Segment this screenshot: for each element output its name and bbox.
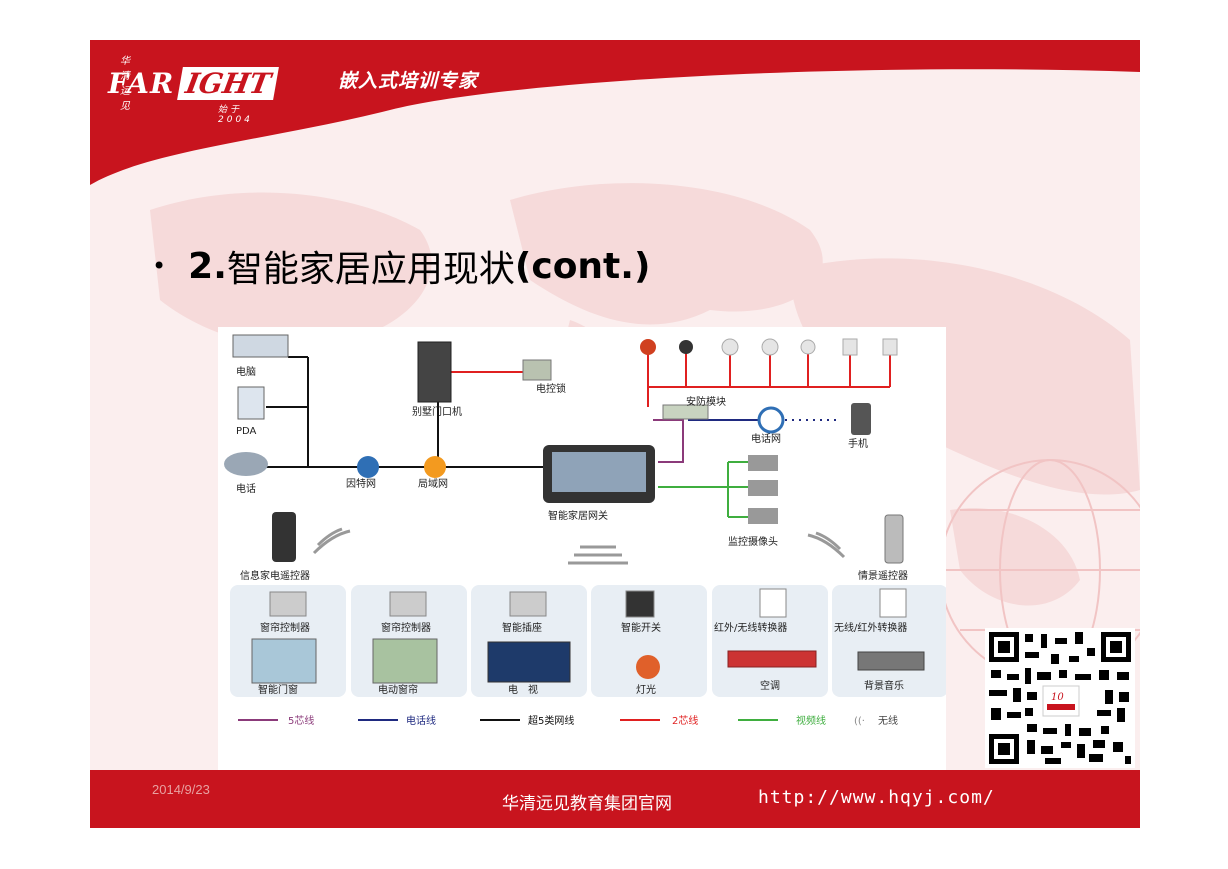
logo-since: 始于 2004 — [218, 105, 253, 125]
panel-6-bottom: 背景音乐 — [864, 679, 904, 692]
panel-2-top: 窗帘控制器 — [381, 621, 431, 634]
label-security-module: 安防模块 — [686, 395, 726, 408]
footer-url[interactable]: http://www.hqyj.com/ — [758, 787, 995, 808]
panel-1-top: 窗帘控制器 — [260, 621, 310, 634]
label-phone-network: 电话网 — [751, 432, 781, 445]
legend-cat5e: 超5类网线 — [528, 714, 574, 727]
footer-date: 2014/9/23 — [152, 782, 210, 797]
legend-wireless: 无线 — [878, 714, 898, 727]
slogan: 嵌入式培训专家 — [338, 70, 479, 92]
logo-ight: IGHT — [177, 66, 280, 100]
wireless-icon: ((· — [854, 716, 865, 727]
legend-phone-line: 电话线 — [406, 714, 436, 727]
panel-5-top: 红外/无线转换器 — [714, 621, 787, 634]
logo-chinese-name: 华 清 远 见 — [120, 56, 133, 112]
label-camera: 监控摄像头 — [728, 535, 778, 548]
title-text: 智能家居应用现状 — [226, 249, 515, 290]
label-gateway: 智能家居网关 — [548, 509, 608, 522]
panel-5-bottom: 空调 — [760, 679, 780, 692]
panel-2-bottom: 电动窗帘 — [378, 683, 418, 696]
slide-title: • 2. 智能家居应用现状 (cont.) — [152, 240, 650, 292]
header-band — [90, 40, 1140, 185]
panel-1-bottom: 智能门窗 — [258, 683, 298, 696]
bullet-point: • — [152, 252, 167, 280]
legend-video: 视频线 — [796, 714, 826, 727]
panel-3-bottom: 电 视 — [508, 683, 538, 696]
footer-site-name: 华清远见教育集团官网 — [502, 794, 672, 814]
slide: 华 清 远 见 FAR IGHT 始于 2004 嵌入式培训专家 • 2. 智能… — [90, 40, 1140, 828]
label-remote-left: 信息家电遥控器 — [240, 569, 310, 582]
panel-4-top: 智能开关 — [621, 621, 661, 634]
label-pda: PDA — [236, 426, 257, 437]
label-internet: 因特网 — [346, 478, 376, 490]
panel-4-bottom: 灯光 — [636, 683, 656, 696]
legend-5-core: 5芯线 — [288, 714, 314, 727]
label-telephone: 电话 — [236, 482, 256, 495]
qr-code: 10 — [985, 628, 1135, 768]
label-remote-right: 情景遥控器 — [858, 569, 908, 582]
footer-bar: 2014/9/23 华清远见教育集团官网 http://www.hqyj.com… — [90, 770, 1140, 828]
label-electric-lock: 电控锁 — [536, 382, 566, 395]
panel-3-top: 智能插座 — [502, 621, 542, 634]
panel-6-top: 无线/红外转换器 — [834, 621, 907, 634]
qr-center-logo: 10 — [1051, 692, 1064, 703]
label-mobile: 手机 — [848, 437, 868, 450]
smart-home-diagram: 电脑 PDA 电话 因特网 局域网 别墅门口机 电控锁 安防模块 电话网 手机 … — [218, 327, 946, 770]
legend-2-core: 2芯线 — [672, 714, 698, 727]
title-number: 2. — [188, 245, 227, 287]
label-lan: 局域网 — [418, 477, 448, 490]
label-door-unit: 别墅门口机 — [412, 405, 462, 418]
title-suffix: (cont.) — [514, 245, 651, 287]
logo-far: FAR — [108, 66, 175, 100]
label-computer: 电脑 — [236, 365, 256, 378]
